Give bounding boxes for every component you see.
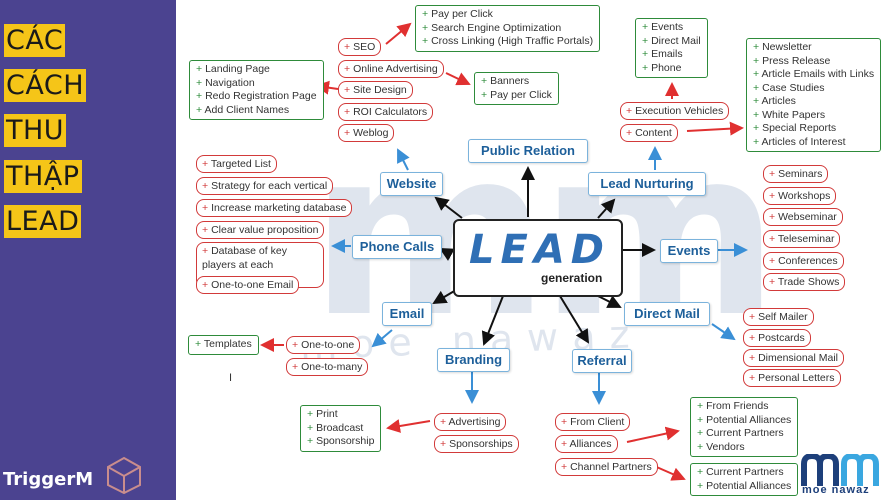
red-arrow-online-ad <box>445 72 471 86</box>
phone-item-value-proposition: + Clear value proposition <box>196 221 325 239</box>
left-title-panel: CÁC CÁCH THU THẬP LEAD TriggerM <box>0 0 176 500</box>
events-item-workshops: + Workshops <box>763 187 837 205</box>
hub-referral: Referral <box>572 349 632 373</box>
brand-cube-icon <box>107 456 141 494</box>
execution-details-box: + Events + Direct Mail + Emails + Phone <box>635 18 708 78</box>
hub-lead-nurturing: Lead Nurturing <box>588 172 706 196</box>
brand-name: TriggerM <box>3 469 94 490</box>
title-line-5: LEAD <box>4 205 82 238</box>
arrow-to-direct-mail <box>595 294 622 308</box>
content-details-box: + Newsletter + Press Release + Article E… <box>746 38 882 152</box>
title-line-2: CÁCH <box>4 69 87 102</box>
title-line-1: CÁC <box>4 24 66 57</box>
hub-direct-mail: Direct Mail <box>624 302 710 326</box>
referral-item-from-client: + From Client <box>555 413 631 431</box>
lead-generation-center: LEAD generation <box>453 219 623 297</box>
website-item-seo: + SEO <box>338 38 382 56</box>
hub-events: Events <box>660 239 718 263</box>
direct-mail-item-personal-letters: + Personal Letters <box>743 369 841 387</box>
website-item-site-design: + Site Design <box>338 81 413 99</box>
phone-item-database: + Increase marketing database <box>196 199 353 217</box>
arrow-to-website <box>434 196 463 219</box>
title-line-3: THU <box>4 114 67 147</box>
red-arrow-seo <box>385 22 412 45</box>
email-item-one-to-one: + One-to-one <box>286 336 361 354</box>
website-item-online-ad: + Online Advertising <box>338 60 444 78</box>
arrow-to-branding <box>481 295 504 346</box>
email-item-one-to-many: + One-to-many <box>286 358 369 376</box>
logo-text: moe nawaz <box>802 484 870 496</box>
seo-details-box: + Pay per Click + Search Engine Optimiza… <box>415 5 601 52</box>
arrow-to-phone-calls <box>439 248 455 261</box>
title-line-4: THẬP <box>4 160 82 193</box>
arrow-to-email <box>432 289 457 305</box>
red-arrow-content <box>686 121 744 136</box>
branding-item-advertising: + Advertising <box>434 413 507 431</box>
direct-mail-item-self-mailer: + Self Mailer <box>743 308 814 326</box>
phone-item-strategy: + Strategy for each vertical <box>196 177 334 195</box>
hub-email: Email <box>382 302 432 326</box>
center-lead-word: LEAD <box>469 227 610 273</box>
channel-details-box: + Current Partners + Potential Alliances <box>690 463 799 496</box>
events-item-teleseminar: + Teleseminar <box>763 230 841 248</box>
branding-details-box: + Print + Broadcast + Sponsorship <box>300 405 382 452</box>
referral-item-alliances: + Alliances <box>555 435 618 453</box>
moe-nawaz-logo-icon <box>801 454 879 486</box>
referral-item-channel-partners: + Channel Partners <box>555 458 658 476</box>
branding-item-sponsorships: + Sponsorships <box>434 435 519 453</box>
direct-mail-item-postcards: + Postcards <box>743 329 811 347</box>
nurturing-item-execution: + Execution Vehicles <box>620 102 730 120</box>
arrow-to-lead-nurturing <box>597 198 616 219</box>
blue-arrow-website <box>397 148 410 171</box>
nurturing-item-content: + Content <box>620 124 678 142</box>
arrow-to-referral <box>559 295 590 344</box>
hub-branding: Branding <box>437 348 510 372</box>
events-item-seminars: + Seminars <box>763 165 829 183</box>
red-arrow-advertising <box>386 419 431 433</box>
website-item-roi: + ROI Calculators <box>338 103 434 121</box>
hub-public-relation: Public Relation <box>468 139 588 163</box>
blue-arrow-email <box>371 329 393 348</box>
online-ad-details-box: + Banners + Pay per Click <box>474 72 559 105</box>
events-item-trade-shows: + Trade Shows <box>763 273 846 291</box>
text-cursor-icon: I <box>229 372 233 384</box>
website-item-weblog: + Weblog <box>338 124 395 142</box>
events-item-webseminar: + Webseminar <box>763 208 843 226</box>
direct-mail-item-dimensional: + Dimensional Mail <box>743 349 845 367</box>
email-details-box: + Templates <box>188 335 259 355</box>
phone-item-targeted-list: + Targeted List <box>196 155 277 173</box>
blue-arrow-direct-mail <box>711 323 736 341</box>
events-item-conferences: + Conferences <box>763 252 844 270</box>
hub-phone-calls: Phone Calls <box>352 235 442 259</box>
site-design-details-box: + Landing Page + Navigation + Redo Regis… <box>189 60 324 120</box>
alliance-details-box: + From Friends + Potential Alliances + C… <box>690 397 799 457</box>
phone-item-one-to-one-email: + One-to-one Email <box>196 276 300 294</box>
hub-website: Website <box>380 172 443 196</box>
center-generation-word: generation <box>541 271 603 285</box>
red-arrow-alliances <box>626 426 680 443</box>
